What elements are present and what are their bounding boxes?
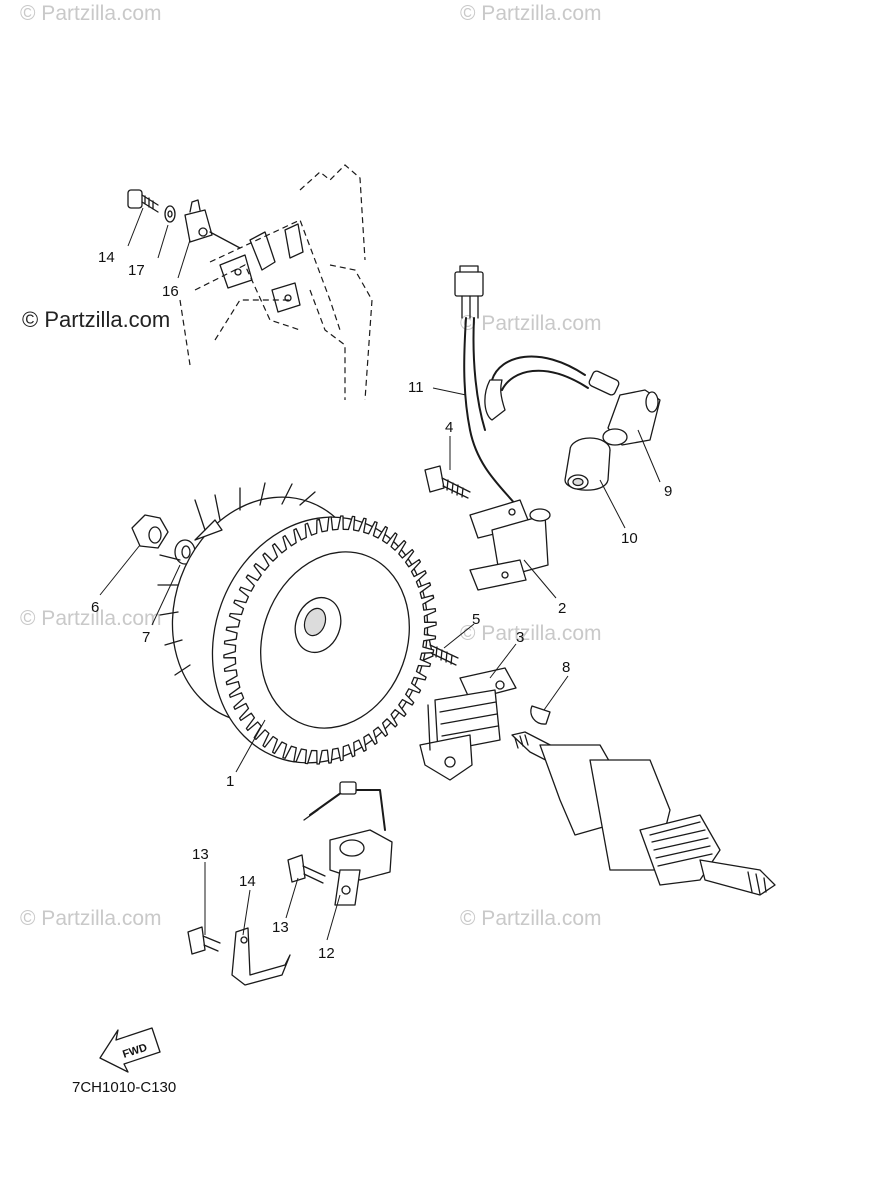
part-1-flywheel	[157, 482, 437, 765]
callout-13: 13	[272, 919, 289, 936]
callout-5: 5	[472, 611, 480, 628]
fwd-arrow: FWD	[99, 1027, 161, 1073]
watermark: © Partzilla.com	[460, 312, 602, 335]
callout-17: 17	[128, 262, 145, 279]
watermark-layer: © Partzilla.com © Partzilla.com © Partzi…	[20, 2, 602, 930]
watermark: © Partzilla.com	[460, 2, 602, 25]
part-3-coil	[419, 667, 517, 781]
callout-4: 4	[445, 419, 453, 436]
part-15-holder	[184, 199, 241, 249]
callout-15: 16	[162, 283, 179, 300]
part-2-ignition-coil	[469, 499, 551, 591]
part-16-bolt	[127, 189, 159, 213]
callout-8: 8	[562, 659, 570, 676]
part-10-grommet	[564, 437, 611, 491]
watermark-prominent: © Partzilla.com	[22, 307, 170, 332]
part-12-pulser	[303, 781, 393, 906]
callout-7: 7	[142, 629, 150, 646]
part-4-bolt	[424, 465, 471, 499]
part-17-washer	[164, 205, 176, 223]
callout-13: 13	[192, 846, 209, 863]
callout-12: 12	[318, 945, 335, 962]
part-6-nut	[131, 514, 169, 549]
callout-10: 10	[621, 530, 638, 547]
callout-2: 2	[558, 600, 566, 617]
engine-casing	[179, 164, 373, 401]
callout-3: 3	[516, 629, 524, 646]
diagram-code: 7CH1010-C130	[72, 1079, 176, 1096]
watermark: © Partzilla.com	[460, 622, 602, 645]
leader-lines	[99, 207, 661, 941]
part-13-bolt	[287, 854, 326, 884]
part-9-plug-cap	[484, 355, 661, 446]
callout-6: 6	[91, 599, 99, 616]
callout-1: 1	[226, 773, 234, 790]
part-13-bolt	[187, 926, 221, 955]
callout-11: 11	[408, 379, 424, 396]
callout-14: 14	[239, 873, 256, 890]
part-11-harness	[454, 265, 521, 511]
watermark: © Partzilla.com	[20, 607, 162, 630]
watermark: © Partzilla.com	[20, 2, 162, 25]
watermark: © Partzilla.com	[460, 907, 602, 930]
watermark: © Partzilla.com	[20, 907, 162, 930]
part-8-key	[530, 705, 551, 725]
part-14-plate	[231, 927, 291, 986]
callouts: 14 17 16 11 4 9 10 2 5 3 8 6 7 1 13 14 1…	[91, 249, 672, 962]
callout-9: 9	[664, 483, 672, 500]
crankshaft	[511, 731, 776, 896]
callout-16: 14	[98, 249, 115, 266]
